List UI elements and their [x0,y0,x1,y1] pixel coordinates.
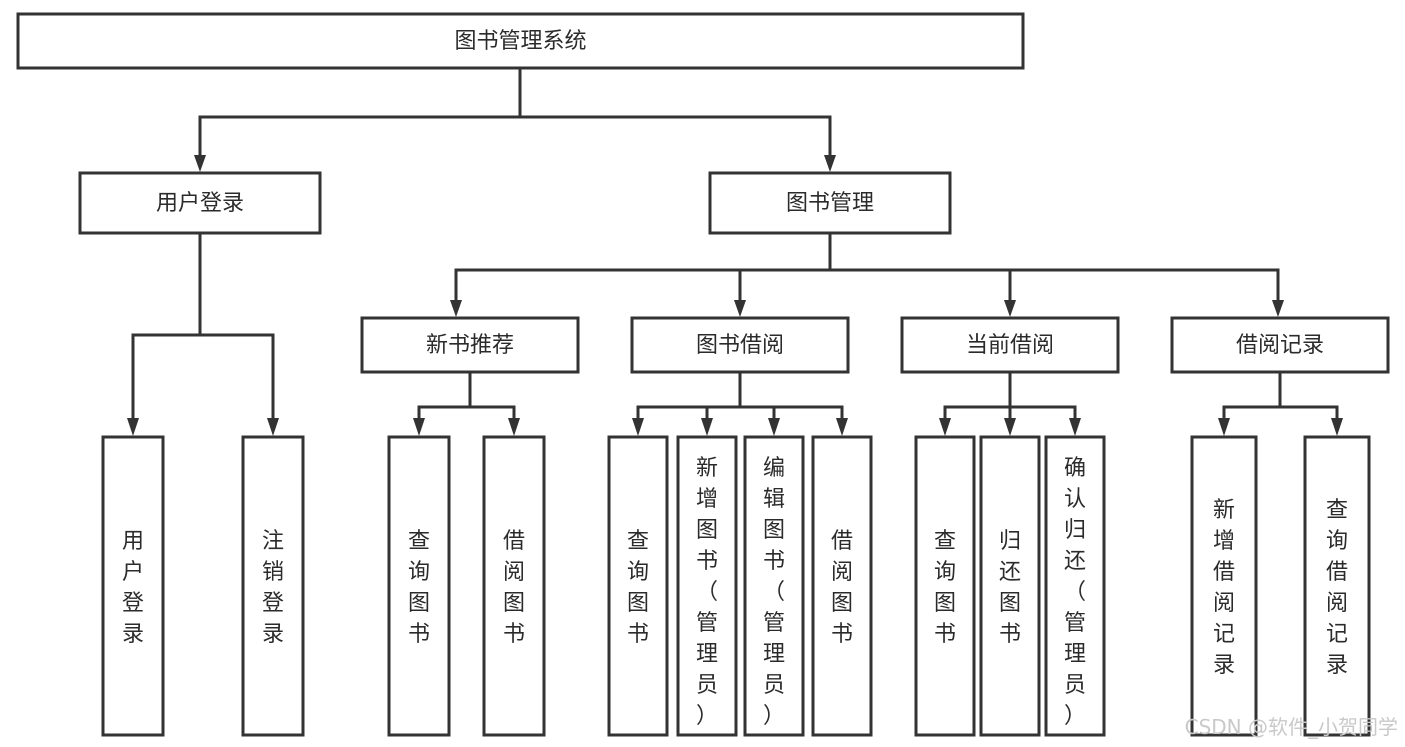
node-label: 查询借阅记录 [1326,498,1348,678]
node-box [482,435,546,737]
connector-user-login-bus [131,231,275,420]
node-box [1170,316,1390,374]
node-leaf-3-借阅图书[interactable]: 借阅图书 [482,435,546,737]
node-label: 用户登录 [156,191,244,216]
node-label: 查询图书 [934,529,956,647]
node-leaf-6-编辑图书管理员[interactable]: 编辑图书（管理员） [743,435,805,737]
arrow-to-book-borrow [734,300,746,317]
node-box [387,435,451,737]
node-leaf-2-查询图书[interactable]: 查询图书 [387,435,451,737]
node-box [16,12,1025,70]
node-box [1190,435,1258,737]
connector-book-borrow-bus [636,370,844,409]
connector-new-book-bus [417,370,516,420]
arrow-br-query-record [1331,418,1343,436]
node-leaf-1-注销登录[interactable]: 注销登录 [241,435,305,737]
node-leaf-9-归还图书[interactable]: 归还图书 [979,435,1041,737]
node-label: 图书管理 [786,191,874,216]
node-label: 新增图书（管理员） [696,456,718,729]
node-box [979,435,1041,737]
node-leaf-12-查询借阅记录[interactable]: 查询借阅记录 [1303,435,1371,737]
node-box [78,171,322,235]
node-leaf-11-新增借阅记录[interactable]: 新增借阅记录 [1190,435,1258,737]
arrow-cb-confirm-return [1069,418,1081,436]
node-level3-1-图书借阅[interactable]: 图书借阅 [630,316,850,374]
node-leaf-4-查询图书[interactable]: 查询图书 [607,435,669,737]
node-label: 图书管理系统 [454,29,586,54]
arrow-cb-query-book [939,418,951,436]
node-root-0-图书管理系统[interactable]: 图书管理系统 [16,12,1025,70]
node-box [676,435,738,737]
arrow-nb-query-book [413,418,425,436]
node-label: 编辑图书（管理员） [763,456,785,729]
node-box [900,316,1120,374]
node-label: 当前借阅 [966,333,1054,358]
node-label: 借阅图书 [831,529,853,647]
node-label: 归还图书 [999,529,1021,647]
node-leaf-8-查询图书[interactable]: 查询图书 [914,435,976,737]
node-label: 用户登录 [122,529,144,647]
node-box [1044,435,1106,737]
node-box [630,316,850,374]
node-leaf-7-借阅图书[interactable]: 借阅图书 [811,435,873,737]
arrow-nb-borrow-book [508,418,520,436]
node-label: 确认归还（管理员） [1064,456,1086,729]
node-label: 借阅记录 [1236,333,1324,358]
nodes-layer: 图书管理系统用户登录图书管理新书推荐图书借阅当前借阅借阅记录用户登录注销登录查询… [16,12,1390,737]
node-label: 新增借阅记录 [1213,498,1235,678]
node-label: 借阅图书 [503,529,525,647]
node-leaf-10-确认归还管理员[interactable]: 确认归还（管理员） [1044,435,1106,737]
node-label: 查询图书 [408,529,430,647]
node-level3-0-新书推荐[interactable]: 新书推荐 [360,316,580,374]
node-label: 注销登录 [262,529,284,647]
arrow-to-current-borrow [1004,300,1016,317]
node-level3-2-当前借阅[interactable]: 当前借阅 [900,316,1120,374]
node-box [708,171,952,235]
node-level2-0-用户登录[interactable]: 用户登录 [78,171,322,235]
arrow-bb-edit-book [768,418,780,436]
node-leaf-5-新增图书管理员[interactable]: 新增图书（管理员） [676,435,738,737]
csdn-watermark: CSDN @软件_小贺同学 [1185,715,1398,739]
arrow-bb-borrow-book [836,418,848,436]
node-box [101,435,165,737]
connector-root-to-level2 [198,66,832,157]
arrow-cb-return-book [1004,418,1016,436]
arrow-to-user-login [194,155,206,172]
connector-layer [127,66,1343,436]
arrow-to-book-management [824,155,836,172]
node-label: 新书推荐 [426,333,514,358]
arrow-bb-add-book [701,418,713,436]
arrow-to-borrow-record [1272,300,1284,317]
node-leaf-0-用户登录[interactable]: 用户登录 [101,435,165,737]
connector-borrow-record-bus [1222,370,1339,420]
node-level3-3-借阅记录[interactable]: 借阅记录 [1170,316,1390,374]
node-box [743,435,805,737]
arrow-to-leaf-user-login [127,418,139,436]
node-box [811,435,873,737]
node-box [607,435,669,737]
connector-book-mgmt-bus [454,231,1280,272]
node-box [914,435,976,737]
node-box [1303,435,1371,737]
arrow-to-leaf-logout [267,418,279,436]
node-box [360,316,580,374]
arrow-bb-query-book [632,418,644,436]
arrow-to-new-book-recommend [450,300,462,317]
node-box [241,435,305,737]
arrow-br-add-record [1218,418,1230,436]
node-label: 图书借阅 [696,333,784,358]
node-label: 查询图书 [627,529,649,647]
node-level2-1-图书管理[interactable]: 图书管理 [708,171,952,235]
